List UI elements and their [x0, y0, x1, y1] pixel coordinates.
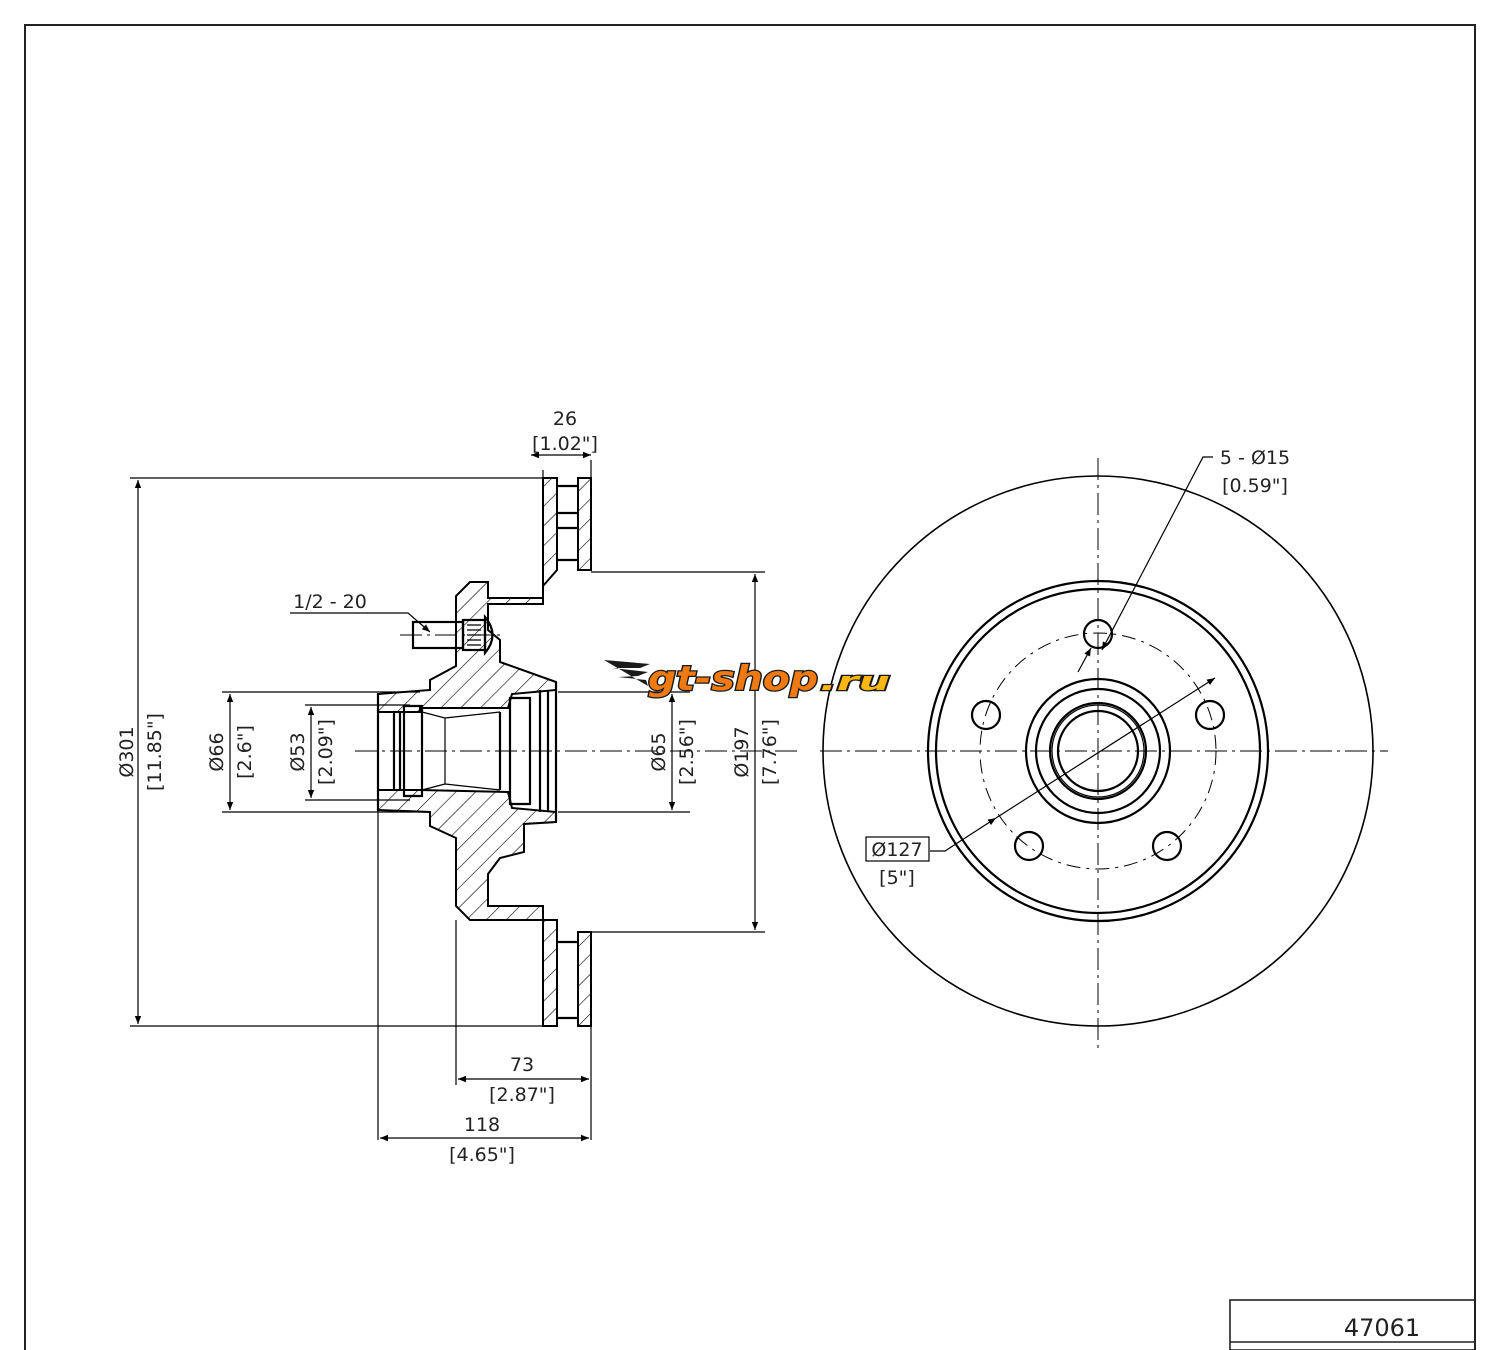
thickness-inches: [1.02"]: [532, 433, 598, 455]
bolt-circle-box: [865, 836, 930, 862]
drawing-border: [24, 24, 1476, 1350]
bore-53-value: Ø53: [287, 732, 309, 771]
part-number: 47061: [1344, 1314, 1420, 1342]
hat-diameter-inches: [7.76"]: [759, 719, 781, 785]
title-block: 47061: [1229, 1299, 1476, 1350]
hat-outer-ring: [926, 579, 1270, 923]
wheel-stud: [400, 613, 505, 657]
center-bore: [1056, 709, 1140, 793]
hat-height-inches: [2.87"]: [489, 1084, 555, 1106]
overall-height-inches: [4.65"]: [449, 1144, 515, 1166]
bore-65-inches: [2.56"]: [676, 719, 698, 785]
logo-brand-suffix: .ru: [820, 667, 890, 697]
bolt-circle: [979, 632, 1217, 870]
hub-upper-section: [377, 581, 557, 713]
bolt-holes-value: 5 - Ø15: [1220, 447, 1290, 469]
rotor-upper-outer-plate: [577, 477, 592, 571]
hub-ring-outer: [1024, 677, 1172, 825]
side-section-view: 26 [1.02"] 1/2 - 20 Ø301 [11.85"] Ø66 [2…: [116, 408, 800, 1166]
hat-diameter-value: Ø197: [731, 726, 753, 777]
outer-bearing-race: [508, 696, 532, 806]
front-view: 5 - Ø15 [0.59"] Ø127 [5"]: [820, 447, 1388, 1050]
thickness-value: 26: [553, 408, 577, 430]
logo-brand-main: gt-shop: [648, 659, 818, 699]
bore-66-inches: [2.6"]: [234, 725, 256, 779]
rotor-outer-edge: [822, 475, 1374, 1027]
outer-diameter-inches: [11.85"]: [144, 713, 166, 791]
logo-speed-streaks-icon: [604, 660, 650, 686]
bolt-hole: [1194, 699, 1226, 731]
bolt-holes: [970, 618, 1226, 862]
gt-shop-logo: gt-shop .ru: [604, 658, 891, 700]
rotor-lower-inner-plate: [542, 919, 558, 1027]
inner-bearing-race: [402, 704, 424, 798]
bore-66-value: Ø66: [206, 732, 228, 771]
bore-65-value: Ø65: [648, 732, 670, 771]
bolt-holes-inches: [0.59"]: [1222, 475, 1288, 497]
hat-height-value: 73: [510, 1054, 534, 1076]
stud-thread-label: 1/2 - 20: [293, 591, 367, 613]
bore-53-inches: [2.09"]: [315, 719, 337, 785]
outer-diameter-value: Ø301: [116, 726, 138, 777]
overall-height-value: 118: [464, 1114, 500, 1136]
bolt-hole: [1082, 618, 1114, 650]
bolt-circle-inches: [5"]: [879, 867, 915, 889]
hub-lower-section: [377, 789, 557, 921]
bolt-circle-value: Ø127: [871, 839, 922, 861]
rotor-upper-inner-plate: [542, 477, 558, 589]
rotor-lower-outer-plate: [577, 931, 592, 1027]
bolt-hole: [1013, 830, 1045, 862]
bolt-hole: [970, 699, 1002, 731]
bolt-hole: [1151, 830, 1183, 862]
